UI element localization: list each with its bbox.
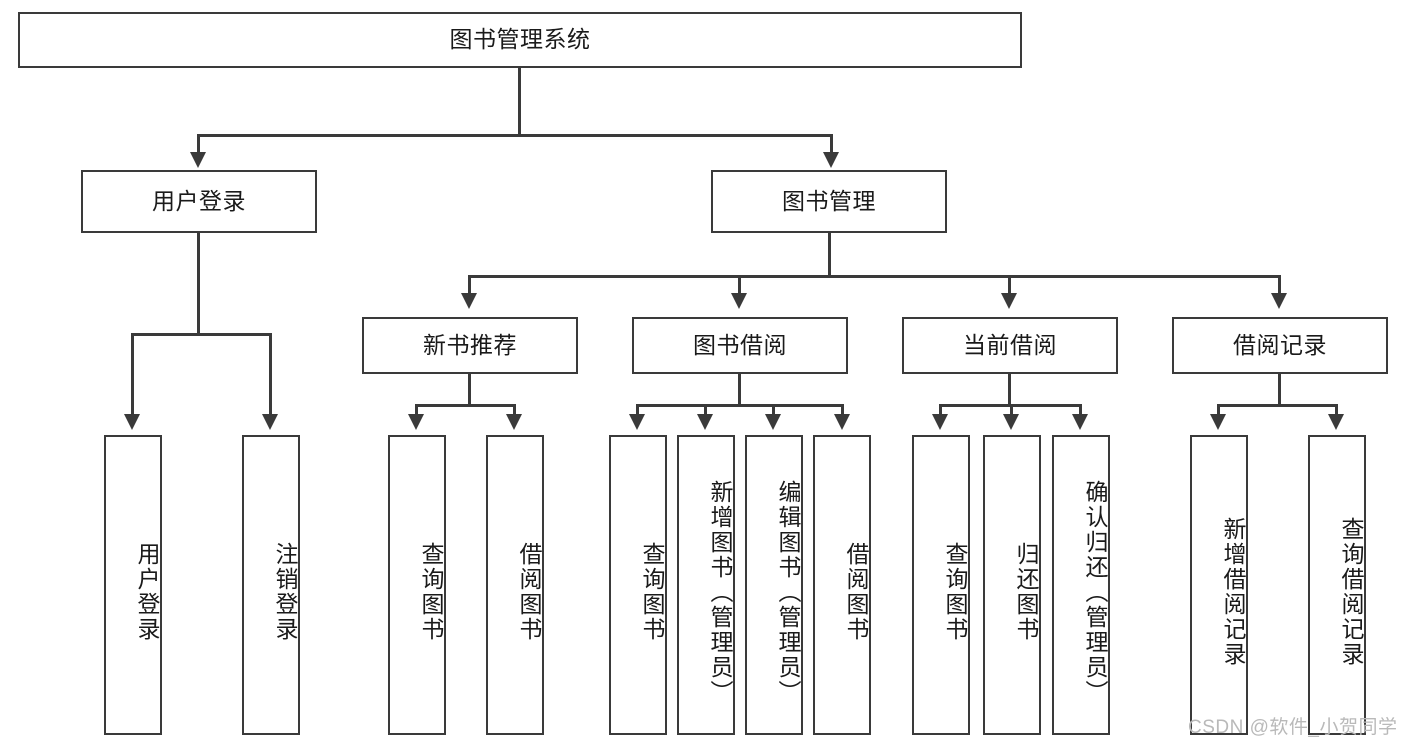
node-new-book-recommend[interactable]: 新书推荐: [362, 317, 578, 374]
edge-book-management-stem: [828, 233, 831, 277]
leaf-user-login[interactable]: 用户登录: [104, 435, 162, 735]
edge-user-login-to-leaf-1: [131, 333, 134, 417]
leaf-borrow-book-recommend-label: 借阅图书: [516, 542, 542, 642]
arrow-root-to-book-manage: [823, 152, 839, 168]
edge-root-bus: [197, 134, 833, 137]
arrow-cb-to-leaf-1: [932, 414, 948, 430]
leaf-query-book-recommend-label: 查询图书: [418, 542, 444, 642]
leaf-borrow-book-label: 借阅图书: [843, 542, 869, 642]
leaf-query-borrow-record-label: 查询借阅记录: [1338, 517, 1364, 667]
edge-br-to-leaf-2: [1335, 404, 1338, 417]
edge-current-borrow-stem: [1008, 374, 1011, 406]
node-book-management-label: 图书管理: [782, 187, 876, 214]
leaf-add-borrow-record-label: 新增借阅记录: [1220, 517, 1246, 667]
arrow-bm-to-new-book: [461, 293, 477, 309]
arrow-bm-to-borrow-record: [1271, 293, 1287, 309]
leaf-edit-book-admin[interactable]: 编辑图书（管理员）: [745, 435, 803, 735]
leaf-confirm-return-admin[interactable]: 确认归还（管理员）: [1052, 435, 1110, 735]
leaf-query-book-current[interactable]: 查询图书: [912, 435, 970, 735]
node-book-management[interactable]: 图书管理: [711, 170, 947, 233]
leaf-edit-book-admin-label: 编辑图书（管理员）: [775, 479, 801, 705]
node-current-borrow-label: 当前借阅: [963, 331, 1057, 358]
edge-bm-to-current-borrow: [1008, 275, 1011, 297]
arrow-user-login-to-leaf-1: [124, 414, 140, 430]
node-borrow-record[interactable]: 借阅记录: [1172, 317, 1388, 374]
edge-cb-to-leaf-2: [1010, 404, 1013, 417]
edge-book-borrow-bus: [636, 404, 844, 407]
leaf-borrow-book-recommend[interactable]: 借阅图书: [486, 435, 544, 735]
arrow-bm-to-current-borrow: [1001, 293, 1017, 309]
arrow-br-to-leaf-1: [1210, 414, 1226, 430]
edge-bb-to-leaf-2: [704, 404, 707, 417]
leaf-return-book-label: 归还图书: [1013, 542, 1039, 642]
edge-root-to-book-manage: [830, 134, 833, 156]
arrow-cb-to-leaf-3: [1072, 414, 1088, 430]
node-book-borrow-label: 图书借阅: [693, 331, 787, 358]
edge-bb-to-leaf-3: [772, 404, 775, 417]
leaf-user-login-label: 用户登录: [134, 542, 160, 642]
arrow-bb-to-leaf-2: [697, 414, 713, 430]
leaf-add-book-admin-label: 新增图书（管理员）: [707, 479, 733, 705]
node-borrow-record-label: 借阅记录: [1233, 331, 1327, 358]
edge-new-book-stem: [468, 374, 471, 406]
arrow-nb-to-leaf-1: [408, 414, 424, 430]
edge-new-book-bus: [415, 404, 516, 407]
leaf-confirm-return-admin-label: 确认归还（管理员）: [1082, 479, 1108, 705]
edge-nb-to-leaf-2: [513, 404, 516, 417]
node-new-book-recommend-label: 新书推荐: [423, 331, 517, 358]
arrow-bb-to-leaf-4: [834, 414, 850, 430]
leaf-query-book-recommend[interactable]: 查询图书: [388, 435, 446, 735]
arrow-bb-to-leaf-1: [629, 414, 645, 430]
node-book-borrow[interactable]: 图书借阅: [632, 317, 848, 374]
edge-cb-to-leaf-1: [939, 404, 942, 417]
arrow-cb-to-leaf-2: [1003, 414, 1019, 430]
leaf-logout[interactable]: 注销登录: [242, 435, 300, 735]
arrow-nb-to-leaf-2: [506, 414, 522, 430]
edge-book-management-bus: [468, 275, 1280, 278]
leaf-query-book-current-label: 查询图书: [942, 542, 968, 642]
edge-cb-to-leaf-3: [1079, 404, 1082, 417]
edge-bb-to-leaf-1: [636, 404, 639, 417]
leaf-borrow-book[interactable]: 借阅图书: [813, 435, 871, 735]
edge-bm-to-new-book: [468, 275, 471, 297]
node-root[interactable]: 图书管理系统: [18, 12, 1022, 68]
edge-nb-to-leaf-1: [415, 404, 418, 417]
node-user-login-label: 用户登录: [152, 187, 246, 214]
edge-borrow-record-bus: [1217, 404, 1338, 407]
edge-book-borrow-stem: [738, 374, 741, 406]
edge-bm-to-book-borrow: [738, 275, 741, 297]
node-root-label: 图书管理系统: [449, 26, 591, 53]
edge-borrow-record-stem: [1278, 374, 1281, 406]
edge-user-login-stem: [197, 233, 200, 335]
arrow-root-to-user-login: [190, 152, 206, 168]
leaf-query-borrow-record[interactable]: 查询借阅记录: [1308, 435, 1366, 735]
leaf-query-book-borrow-label: 查询图书: [639, 542, 665, 642]
node-user-login[interactable]: 用户登录: [81, 170, 317, 233]
arrow-bm-to-book-borrow: [731, 293, 747, 309]
edge-root-to-user-login: [197, 134, 200, 156]
edge-user-login-to-leaf-2: [269, 333, 272, 417]
leaf-query-book-borrow[interactable]: 查询图书: [609, 435, 667, 735]
node-current-borrow[interactable]: 当前借阅: [902, 317, 1118, 374]
leaf-logout-label: 注销登录: [272, 542, 298, 642]
edge-bm-to-borrow-record: [1278, 275, 1281, 297]
leaf-return-book[interactable]: 归还图书: [983, 435, 1041, 735]
arrow-user-login-to-leaf-2: [262, 414, 278, 430]
arrow-br-to-leaf-2: [1328, 414, 1344, 430]
edge-bb-to-leaf-4: [841, 404, 844, 417]
arrow-bb-to-leaf-3: [765, 414, 781, 430]
edge-root-stem: [518, 68, 521, 136]
edge-br-to-leaf-1: [1217, 404, 1220, 417]
edge-user-login-bus: [131, 333, 271, 336]
leaf-add-book-admin[interactable]: 新增图书（管理员）: [677, 435, 735, 735]
leaf-add-borrow-record[interactable]: 新增借阅记录: [1190, 435, 1248, 735]
